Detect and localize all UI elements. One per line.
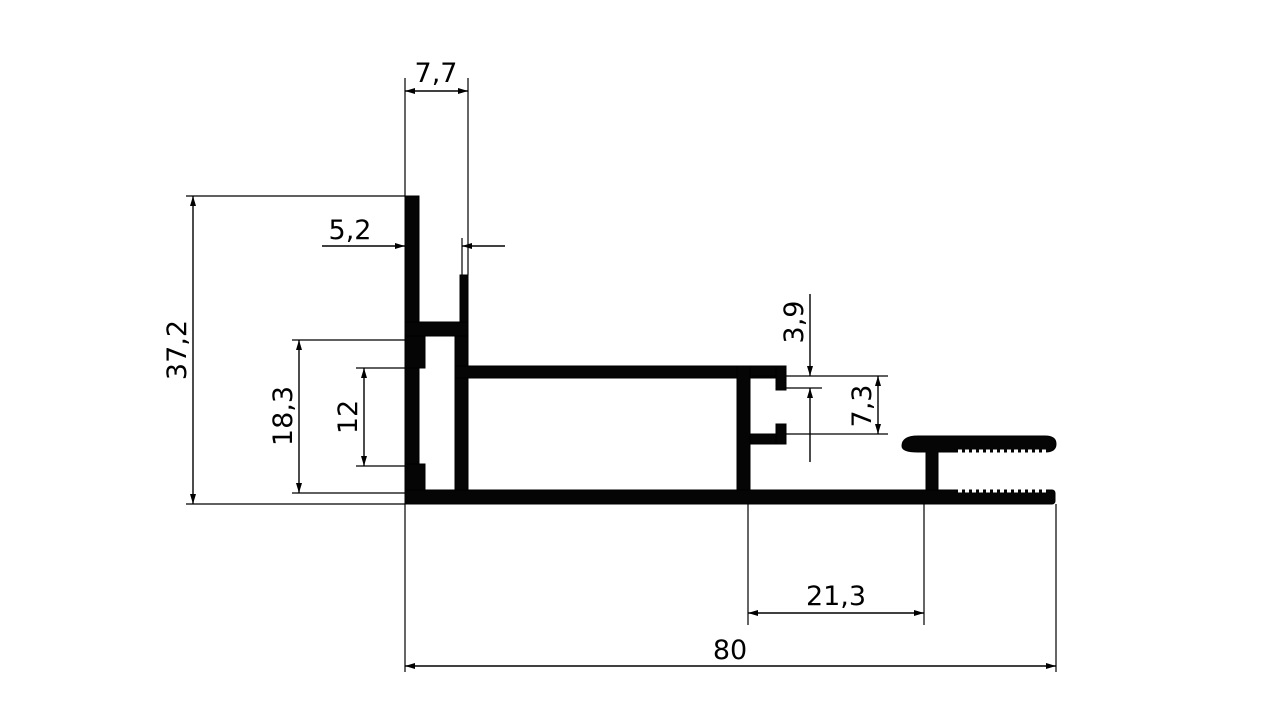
dim-inner-height: 18,3 (268, 386, 299, 446)
dim-right-span: 21,3 (806, 581, 866, 612)
dimension-labels: 7,7 5,2 37,2 18,3 12 3,9 7,3 21,3 80 (162, 58, 878, 666)
dim-total-width: 80 (713, 635, 747, 666)
dim-groove-top: 3,9 (779, 301, 810, 344)
dim-offset: 5,2 (329, 215, 372, 246)
extension-lines (186, 78, 1057, 672)
dim-total-height: 37,2 (162, 320, 193, 380)
profile-section (404, 195, 1057, 505)
dimension-lines (190, 88, 1056, 669)
dim-slot-height: 12 (333, 400, 364, 434)
dim-width-top: 7,7 (415, 58, 458, 89)
dim-groove-height: 7,3 (847, 385, 878, 428)
